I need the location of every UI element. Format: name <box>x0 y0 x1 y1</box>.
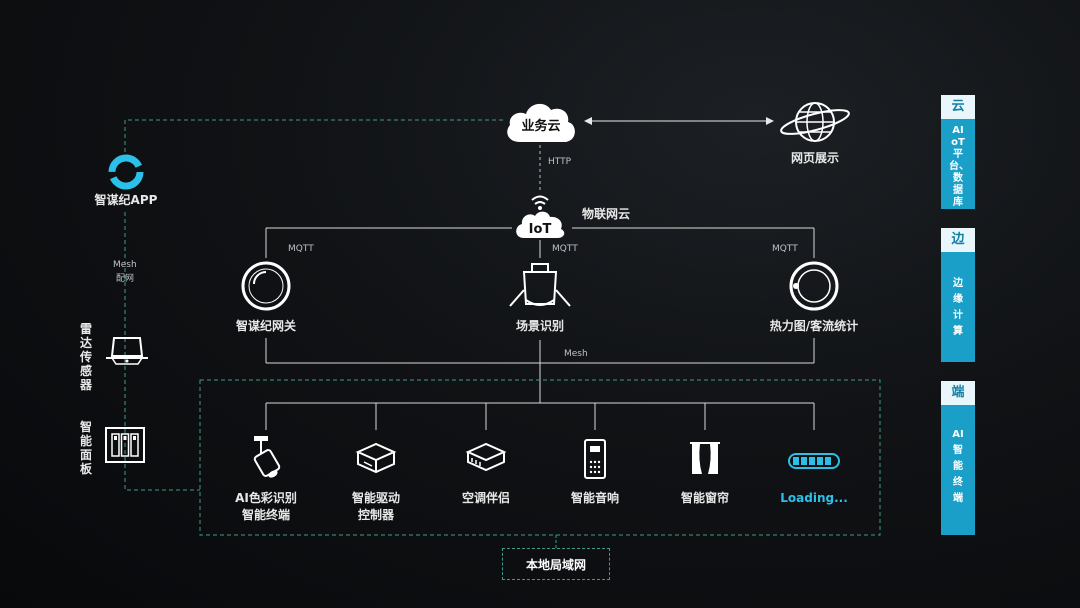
loading-bar-icon <box>788 453 840 469</box>
app-logo-icon <box>108 154 144 190</box>
radar-sensor-icon <box>106 337 148 365</box>
color-ai-label-2: 智能终端 <box>241 508 290 522</box>
globe-icon <box>780 102 850 142</box>
heatmap-sensor-icon <box>789 261 839 311</box>
sidebar-edge-body: 边缘计算 <box>953 278 963 337</box>
speaker-label: 智能音响 <box>570 491 619 505</box>
sidebar-cloud-body: AIoT平台、数据库 <box>949 125 969 208</box>
loading-label: Loading... <box>780 491 848 505</box>
ac-label: 空调伴侣 <box>461 491 510 505</box>
spotlight-icon <box>253 436 281 478</box>
app-cloud-dashed-line <box>124 119 505 152</box>
sidebar-edge-head: 边 <box>941 228 975 252</box>
sidebar-terminal-head: 端 <box>941 381 975 405</box>
app-label: 智谋纪APP <box>94 193 158 207</box>
scene-label: 场景识别 <box>515 319 564 333</box>
driver-controller-icon <box>355 442 397 474</box>
heatmap-label: 热力图/客流统计 <box>769 319 859 333</box>
http-label: HTTP <box>548 157 572 167</box>
ac-companion-icon <box>465 442 507 472</box>
gateway-icon <box>241 261 291 311</box>
sidebar-edge: 边 边缘计算 <box>941 228 975 362</box>
driver-label-1: 智能驱动 <box>351 491 400 505</box>
mesh-pairing-line1: Mesh <box>113 260 137 270</box>
scene-camera-icon <box>509 263 571 307</box>
radar-label: 雷达传感器 <box>79 322 92 392</box>
panel-label: 智能面板 <box>79 420 92 476</box>
gateway-label: 智谋纪网关 <box>235 319 296 333</box>
mesh-pairing-line2: 配网 <box>116 274 135 284</box>
color-ai-label-1: AI色彩识别 <box>235 491 297 505</box>
mqtt-label-right: MQTT <box>772 244 798 254</box>
lan-dashed-box <box>199 379 881 536</box>
iot-icon-text: IoT <box>529 222 552 237</box>
web-label: 网页展示 <box>790 151 839 165</box>
sidebar-cloud: 云 AIoT平台、数据库 <box>941 95 975 209</box>
sidebar-cloud-head: 云 <box>941 95 975 119</box>
iot-label: 物联网云 <box>582 207 631 221</box>
lan-label: 本地局域网 <box>502 548 610 580</box>
speaker-icon <box>584 439 606 479</box>
mesh-label: Mesh <box>564 349 588 359</box>
mqtt-label-center: MQTT <box>552 244 578 254</box>
cloud-icon <box>507 103 575 142</box>
driver-label-2: 控制器 <box>357 508 394 522</box>
curtain-icon <box>690 442 720 474</box>
app-panel-dashed-line <box>124 212 200 491</box>
curtain-label: 智能窗帘 <box>680 491 729 505</box>
smart-panel-icon <box>105 427 145 463</box>
iot-cloud-icon: IoT <box>516 195 565 238</box>
cloud-label: 业务云 <box>521 119 561 134</box>
sidebar-terminal: 端 AI智能终端 <box>941 381 975 535</box>
sidebar-terminal-body: AI智能终端 <box>952 429 964 504</box>
mqtt-label-left: MQTT <box>288 244 314 254</box>
